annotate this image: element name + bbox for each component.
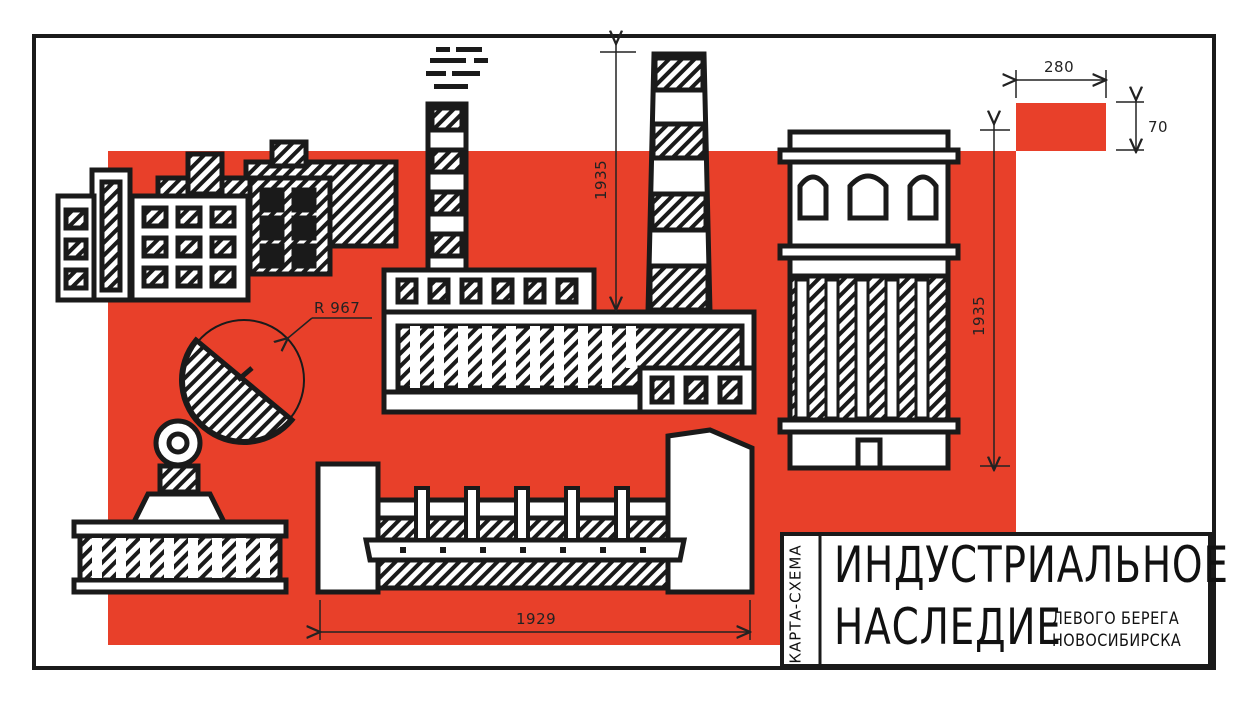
dimension-lines [320,44,1144,640]
subtitle-line-1: ЛЕВОГО БЕРЕГА [1052,609,1180,629]
title-block-frame [780,532,1212,668]
tower-height-label: 1935 [970,296,988,336]
dish-base-slats [92,538,270,578]
dish-radius-circle [183,319,305,441]
tower-columns [794,278,930,420]
map-type-label: КАРТА-СХЕМА [787,544,806,664]
title-line-2: НАСЛЕДИЕ [834,598,1062,656]
smoke [426,47,488,89]
accent-height-label: 70 [1148,118,1168,136]
dam-dots [400,547,646,553]
dish-radius-label: R 967 [314,299,360,317]
subtitle: ЛЕВОГО БЕРЕГА НОВОСИБИРСКА [1052,608,1181,652]
power-plant [381,51,757,415]
plant-vertical-slats [410,326,636,388]
map-type-label-box: КАРТА-СХЕМА [776,540,816,668]
dam-width-label: 1929 [516,610,556,628]
chimney-height-label: 1935 [592,160,610,200]
red-accent-block [1016,103,1106,151]
accent-width-label: 280 [1044,58,1074,76]
title-line-1: ИНДУСТРИАЛЬНОЕ [834,536,1229,594]
satellite-dish [71,336,296,595]
subtitle-line-2: НОВОСИБИРСКА [1052,631,1182,651]
factory-buildings [55,139,399,303]
dish-radius-leader [288,317,313,338]
dam-piers [414,486,630,542]
